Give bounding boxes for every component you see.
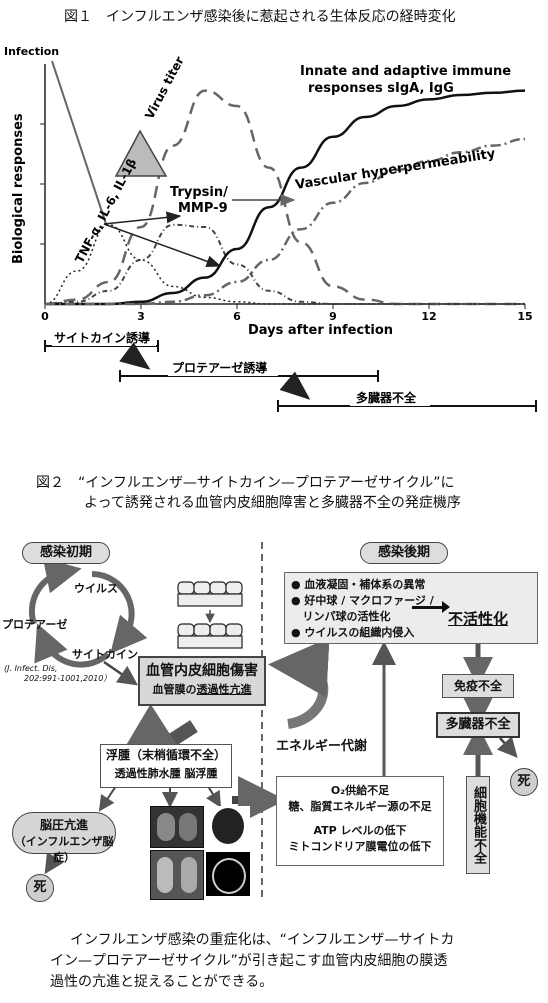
figure2-title-line1: 図２ “インフルエンザ—サイトカイン—プロテアーゼサイクル”に bbox=[36, 475, 455, 491]
endothelial-cells-icon bbox=[177, 581, 243, 649]
energy-line-1: O₂供給不足 bbox=[330, 784, 390, 797]
reference: (J. Infect. Dis,202:991-1001,2010） bbox=[4, 664, 112, 683]
phase-arrow-2 bbox=[279, 371, 311, 400]
late-item-1: ● 血液凝固・補体系の異常 bbox=[291, 578, 426, 591]
phase-mof: 多臓器不全 bbox=[356, 390, 417, 405]
energy-box: O₂供給不足 糖、脂質エネルギー源の不足 ATP レベルの低下 ミトコンドリア膜… bbox=[276, 776, 444, 866]
series-line-2 bbox=[44, 223, 525, 305]
vascular-label: Vascular hyperpermeability bbox=[294, 146, 497, 193]
x-tick-label: 3 bbox=[137, 310, 145, 323]
mof-box: 多臓器不全 bbox=[436, 712, 520, 738]
virus-triangle bbox=[114, 129, 168, 177]
immune-label-1: Innate and adaptive immune bbox=[300, 64, 511, 79]
late-phase-box: ● 血液凝固・補体系の異常 ● 好中球 / マクロファージ / リンパ球の活性化… bbox=[284, 572, 538, 644]
death-early-circle: 死 bbox=[26, 874, 54, 902]
y-axis-label: Biological responses bbox=[11, 113, 26, 264]
virus-titer-label: Virus titer bbox=[142, 54, 187, 121]
edema-to-brain-arrow bbox=[98, 785, 117, 812]
brain-scan-image bbox=[206, 852, 250, 896]
energy-metabolism-label: エネルギー代謝 bbox=[276, 739, 368, 754]
mmp9-label: MMP-9 bbox=[178, 201, 228, 216]
late-item-2: ● 好中球 / マクロファージ / bbox=[291, 594, 434, 607]
x-tick-label: 0 bbox=[41, 310, 49, 323]
chest-xray-image bbox=[150, 850, 204, 900]
x-tick-label: 6 bbox=[233, 310, 241, 323]
figure1-title: 図１ インフルエンザ感染後に惹起される生体反応の経時変化 bbox=[64, 9, 456, 25]
brain-image bbox=[206, 806, 250, 846]
death-late-circle: 死 bbox=[510, 768, 538, 796]
figure2-diagram bbox=[28, 542, 518, 900]
immune-label-2: responses sIgA, IgG bbox=[308, 81, 454, 96]
late-item-3: リンパ球の活性化 bbox=[291, 610, 391, 623]
phase-bars bbox=[44, 340, 537, 412]
edema-box: 浮腫（末梢循環不全） 透過性肺水腫 脳浮腫 bbox=[100, 744, 232, 788]
caption-line-3: 過性の亢進と捉えることができる。 bbox=[50, 974, 274, 990]
series-line-4 bbox=[45, 137, 526, 306]
cytokine-label: TNF-α, IL-6, IL-1β bbox=[72, 156, 139, 266]
caption-line-1: インフルエンザ感染の重症化は、“インフルエンザ—サイトカ bbox=[70, 932, 455, 948]
cycle-arrow-1 bbox=[91, 571, 148, 654]
cycle-virus: ウイルス bbox=[74, 582, 118, 595]
x-axis-label: Days after infection bbox=[248, 323, 393, 338]
x-tick-label: 12 bbox=[421, 310, 436, 323]
phase-cytokine: サイトカイン誘導 bbox=[54, 330, 150, 345]
mof-to-death-arrow bbox=[496, 736, 518, 758]
late-item-4: ● ウイルスの組織内侵入 bbox=[291, 626, 415, 639]
infection-label: Infection bbox=[4, 45, 59, 58]
series-line-0 bbox=[44, 89, 525, 306]
x-tick-label: 15 bbox=[517, 310, 532, 323]
immune-failure-box: 免疫不全 bbox=[442, 674, 514, 698]
cycle-arrow-3 bbox=[28, 557, 82, 625]
phase-protease: プロテアーゼ誘導 bbox=[172, 360, 267, 375]
late-phase-badge: 感染後期 bbox=[360, 542, 448, 564]
trypsin-label: Trypsin/ bbox=[170, 185, 228, 200]
cytokine-arrow-2 bbox=[103, 223, 222, 268]
x-tick-label: 9 bbox=[329, 310, 337, 323]
cycle-cytokine: サイトカイン bbox=[72, 648, 138, 661]
inactivation-label: 不活性化 bbox=[448, 610, 509, 628]
brain-pressure-ellipse: 脳圧亢進 （インフルエンザ脳症） bbox=[12, 812, 116, 864]
infection-arrow bbox=[51, 60, 107, 225]
cycle-protease: プロテアーゼ bbox=[2, 618, 68, 631]
early-phase-badge: 感染初期 bbox=[22, 542, 110, 564]
caption-line-2: イン—プロテアーゼサイクル”が引き起こす血管内皮細胞の膜透 bbox=[50, 953, 448, 969]
energy-line-3: ATP レベルの低下 bbox=[313, 824, 407, 837]
energy-curved-arrow bbox=[268, 637, 330, 729]
cycle-arrow-2 bbox=[34, 623, 111, 668]
energy-line-2: 糖、脂質エネルギー源の不足 bbox=[288, 800, 432, 813]
activation-arrow bbox=[412, 606, 444, 609]
energy-line-4: ミトコンドリア膜電位の低下 bbox=[288, 840, 432, 853]
cytokine-arrow-1 bbox=[103, 211, 182, 225]
cycle-to-endothelium-arrow bbox=[103, 660, 139, 686]
cell-failure-box: 細胞機能不全 bbox=[466, 776, 490, 874]
phase-arrow-1 bbox=[119, 342, 151, 370]
series-line-1 bbox=[44, 224, 525, 305]
figure2-title-line2: よって誘発される血管内皮細胞障害と多臓器不全の発症機序 bbox=[84, 495, 461, 511]
endothelial-damage-box: 血管内皮細胞傷害 血管膜の透過性亢進 bbox=[138, 656, 266, 706]
lung-image bbox=[150, 806, 204, 848]
